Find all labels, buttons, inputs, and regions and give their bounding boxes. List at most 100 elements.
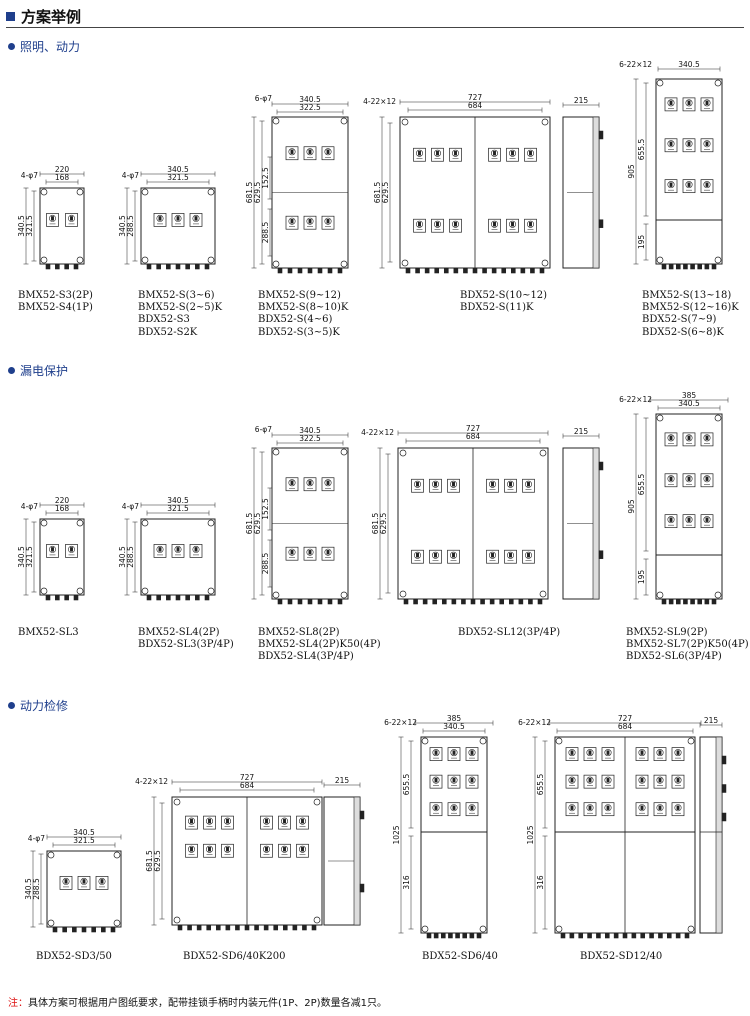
dimension-label: 288.5 — [126, 546, 135, 568]
model-number: BDX52-SD6/40 — [422, 951, 498, 962]
dimension-label: 321.5 — [167, 504, 189, 513]
model-number: BMX52-S(3~6) — [138, 290, 215, 301]
dimension-label: 681.5 — [245, 513, 254, 535]
dimension-label: 4-22×12 — [361, 428, 394, 437]
dimension-label: 340.5 — [118, 546, 127, 568]
dimension-label: 152.5 — [261, 167, 270, 189]
section-heading-leakage-protection: 漏电保护 — [8, 362, 68, 379]
dimension-label: 681.5 — [145, 850, 154, 872]
dimension-label: 6-22×12 — [384, 718, 417, 727]
dimension-label: 215 — [335, 776, 350, 785]
model-number: BMX52-S(13~18) — [642, 290, 732, 301]
model-number: BMX52-S3(2P) — [18, 290, 93, 301]
dimension-label: 340.5 — [118, 215, 127, 237]
bullet-icon — [8, 367, 15, 374]
model-number: BMX52-SL8(2P) — [258, 627, 340, 638]
dimension-label: 321.5 — [73, 836, 95, 845]
dimension-label: 340.5 — [24, 878, 33, 900]
dimension-label: 681.5 — [371, 513, 380, 535]
dimension-label: 727 — [466, 424, 481, 433]
dimension-label: 4-φ7 — [21, 502, 38, 511]
dimension-label: 340.5 — [17, 546, 26, 568]
model-number: BDX52-S(6~8)K — [642, 326, 724, 338]
dimension-label: 655.5 — [402, 774, 411, 796]
title-divider — [6, 27, 744, 28]
dimension-label: 340.5 — [299, 426, 321, 435]
model-number: BMX52-SL7(2P)K50(4P) — [626, 639, 749, 651]
dimension-label: 220 — [55, 496, 70, 505]
dimension-label: 340.5 — [678, 399, 700, 408]
model-caption-s1a: BMX52-S3(2P)BMX52-S4(1P) — [18, 290, 93, 314]
model-caption-s3b: BDX52-SD6/40K200 — [183, 951, 285, 963]
dimension-label: 288.5 — [32, 878, 41, 900]
model-number: BMX52-S(8~10)K — [258, 302, 349, 314]
dimension-label: 681.5 — [245, 182, 254, 204]
dimension-label: 684 — [240, 781, 255, 790]
dimension-label: 322.5 — [299, 434, 321, 443]
dimension-label: 340.5 — [17, 215, 26, 237]
model-caption-s2b: BMX52-SL4(2P)BDX52-SL3(3P/4P) — [138, 627, 234, 651]
bullet-icon — [8, 702, 15, 709]
model-number: BDX52-S(10~12) — [460, 290, 548, 301]
dimension-label: 195 — [637, 570, 646, 585]
dimension-label: 288.5 — [261, 553, 270, 575]
model-number: BMX52-S4(1P) — [18, 302, 93, 314]
dimension-label: 681.5 — [373, 182, 382, 204]
dimension-label: 4-φ7 — [122, 502, 139, 511]
dimension-label: 321.5 — [25, 215, 34, 237]
model-number: BDX52-S(3~5)K — [258, 326, 340, 338]
dimension-label: 220 — [55, 165, 70, 174]
model-number: BDX52-SL6(3P/4P) — [626, 651, 722, 663]
dimension-label: 629.5 — [153, 850, 162, 872]
model-number: BDX52-SD6/40K200 — [183, 951, 286, 962]
model-number: BDX52-SL4(3P/4P) — [258, 651, 354, 663]
dimension-label: 4-φ7 — [21, 171, 38, 180]
dimension-label: 629.5 — [379, 513, 388, 535]
dimension-label: 727 — [468, 93, 483, 102]
dimension-label: 905 — [627, 499, 636, 514]
bullet-icon — [8, 43, 15, 50]
model-number: BDX52-SD3/50 — [36, 951, 112, 962]
dimension-label: 215 — [704, 716, 719, 725]
dimension-label: 340.5 — [167, 165, 189, 174]
model-caption-s3d: BDX52-SD12/40 — [580, 951, 662, 963]
section-heading-lighting-power: 照明、动力 — [8, 38, 80, 55]
dimension-label: 385 — [447, 714, 462, 723]
dimension-label: 684 — [466, 432, 481, 441]
dimension-label: 168 — [55, 504, 70, 513]
model-caption-s2e: BMX52-SL9(2P)BMX52-SL7(2P)K50(4P)BDX52-S… — [626, 627, 749, 664]
title-square-icon — [6, 11, 15, 21]
dimension-label: 6-φ7 — [255, 425, 272, 434]
model-number: BMX52-SL4(2P) — [138, 627, 220, 638]
model-number: BDX52-SL3(3P/4P) — [138, 639, 234, 651]
dimension-label: 321.5 — [167, 173, 189, 182]
model-number: BMX52-SL4(2P)K50(4P) — [258, 639, 381, 651]
model-caption-s3a: BDX52-SD3/50 — [36, 951, 112, 963]
model-number: BDX52-S(7~9) — [642, 314, 717, 326]
dimension-label: 215 — [574, 96, 589, 105]
dimension-label: 152.5 — [261, 498, 270, 520]
dimension-label: 340.5 — [443, 722, 465, 731]
dimension-label: 168 — [55, 173, 70, 182]
dimension-label: 340.5 — [167, 496, 189, 505]
model-number: BDX52-SL12(3P/4P) — [458, 627, 561, 638]
dimension-label: 4-φ7 — [28, 834, 45, 843]
dimension-label: 385 — [682, 391, 697, 400]
model-number: BDX52-S(11)K — [460, 302, 534, 314]
dimension-label: 655.5 — [536, 774, 545, 796]
dimension-label: 655.5 — [637, 139, 646, 161]
footnote: 注：具体方案可根据用户图纸要求，配带挂锁手柄时内装元件(1P、2P)数量各减1只… — [8, 998, 387, 1009]
section-heading-power-maintenance: 动力检修 — [8, 697, 68, 714]
